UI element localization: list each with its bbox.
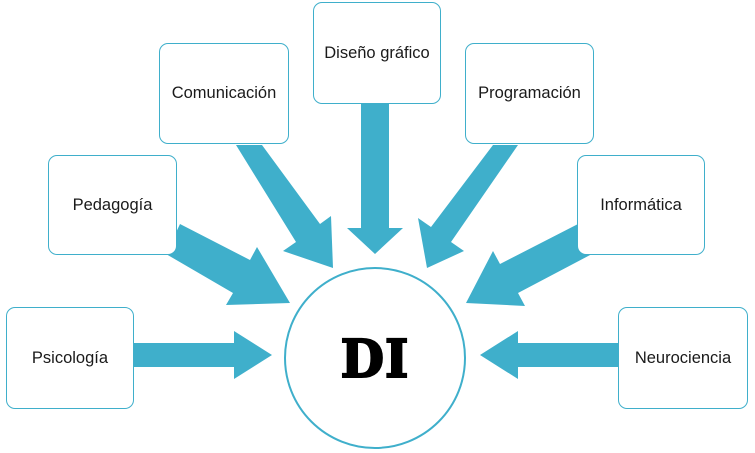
- node-label: Pedagogía: [72, 195, 153, 214]
- node-programacion: Programación: [465, 43, 594, 144]
- node-label: Diseño gráfico: [324, 43, 430, 62]
- node-label: Comunicación: [171, 84, 277, 102]
- node-label: Informática: [600, 195, 682, 214]
- arrow-comunicacion: [236, 145, 333, 268]
- arrow-informatica: [466, 224, 592, 306]
- node-label: Programación: [478, 84, 581, 102]
- node-psicologia: Psicología: [6, 307, 134, 409]
- node-informatica: Informática: [577, 155, 705, 255]
- center-label: DI: [340, 326, 410, 390]
- arrow-pedagogia: [166, 224, 290, 305]
- center-node: DI: [284, 267, 466, 449]
- node-label: Neurociencia: [634, 348, 732, 367]
- node-label: Psicología: [31, 348, 109, 367]
- arrow-programacion: [418, 145, 518, 268]
- node-neurociencia: Neurociencia: [618, 307, 748, 409]
- node-diseno-grafico: Diseño gráfico: [313, 2, 441, 104]
- arrow-diseno-grafico: [347, 103, 403, 254]
- arrow-neurociencia: [480, 331, 620, 379]
- node-pedagogia: Pedagogía: [48, 155, 177, 255]
- node-comunicacion: Comunicación: [159, 43, 289, 144]
- arrow-psicologia: [133, 331, 272, 379]
